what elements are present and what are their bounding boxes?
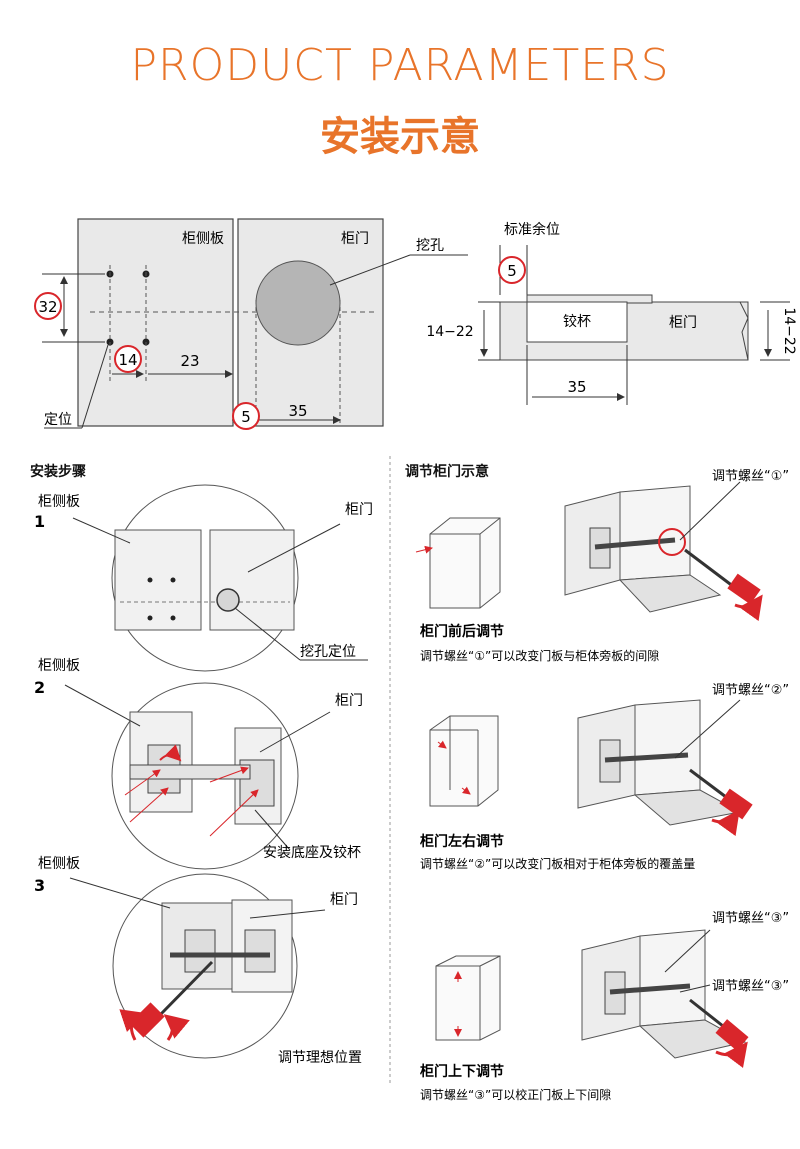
- top-right-diagram: 标准余位 5 铰杯 柜门 14−22 14−22 35: [426, 221, 797, 405]
- adjust2-screw: 调节螺丝“②”: [712, 683, 789, 698]
- install-step-1: 柜侧板 1 柜门 挖孔定位: [34, 484, 373, 672]
- dim-35b-label: 35: [567, 378, 586, 396]
- side-panel-label: 柜侧板: [182, 231, 224, 247]
- step1-door-label: 柜门: [345, 502, 373, 518]
- step1-side-label: 柜侧板: [38, 494, 80, 510]
- dim-5b-label: 5: [507, 262, 517, 280]
- dim-14-circle: [114, 345, 142, 373]
- adjust3-screw: 调节螺丝“③”: [712, 911, 789, 926]
- title-english: PRODUCT PARAMETERS: [130, 40, 670, 91]
- adjust3-desc: 调节螺丝“③”可以校正门板上下间隙: [420, 1087, 611, 1102]
- adjust-heading: 调节柜门示意: [405, 463, 489, 480]
- adjust3-screw2: 调节螺丝“③”: [712, 979, 789, 994]
- adjust1-title: 柜门前后调节: [420, 623, 504, 640]
- dim-23-label: 23: [180, 352, 199, 370]
- dim-14-label: 14: [118, 351, 137, 369]
- dim-5b-circle: [498, 256, 526, 284]
- door-label2: 柜门: [669, 315, 697, 331]
- dim-5-label: 5: [241, 408, 251, 426]
- adjust2-desc: 调节螺丝“②”可以改变门板相对于柜体旁板的覆盖量: [420, 856, 695, 871]
- step1-number: 1: [34, 512, 45, 531]
- locate-label: 定位: [44, 412, 72, 428]
- step3-door-label: 柜门: [330, 892, 358, 908]
- install-step-2: 柜侧板 2 柜门 安装底座及铰杯: [34, 658, 363, 870]
- adjust1-desc: 调节螺丝“①”可以改变门板与柜体旁板的间隙: [420, 648, 659, 663]
- step2-number: 2: [34, 678, 45, 697]
- install-step-3: 柜侧板 3 柜门 调节理想位置: [34, 856, 362, 1066]
- adjust3-title: 柜门上下调节: [420, 1063, 504, 1080]
- install-heading: 安装步骤: [30, 463, 86, 480]
- side-panel-rect: [77, 218, 234, 427]
- cup-label: 铰杯: [563, 314, 591, 330]
- step2-note: 安装底座及铰杯: [263, 845, 361, 861]
- adjust-3: 柜门上下调节 调节螺丝“③”可以校正门板上下间隙 调节螺丝“③” 调节螺丝“③”: [420, 911, 789, 1102]
- dim-5-circle: [232, 402, 260, 430]
- dim-35-label: 35: [288, 402, 307, 420]
- dim-14-22-label: 14−22: [426, 324, 473, 340]
- adjust1-screw: 调节螺丝“①”: [712, 469, 789, 484]
- adjust-2: 柜门左右调节 调节螺丝“②”可以改变门板相对于柜体旁板的覆盖量 调节螺丝“②”: [420, 683, 789, 871]
- step2-door-label: 柜门: [335, 693, 363, 709]
- dim-14-22r-label: 14−22: [781, 307, 797, 354]
- hinge-cup: [526, 301, 628, 343]
- top-left-diagram: 柜侧板 柜门 32 14 23 定位 挖孔: [34, 218, 468, 430]
- adjust2-title: 柜门左右调节: [420, 833, 504, 850]
- dim-32-circle: [34, 292, 62, 320]
- dim-32-label: 32: [38, 298, 57, 316]
- adjust-1: 柜门前后调节 调节螺丝“①”可以改变门板与柜体旁板的间隙 调节螺丝“①”: [415, 469, 789, 663]
- cup-hole: [255, 260, 341, 346]
- step3-number: 3: [34, 876, 45, 895]
- step1-note: 挖孔定位: [300, 644, 356, 660]
- door-label: 柜门: [341, 231, 369, 247]
- step3-note: 调节理想位置: [278, 1050, 362, 1066]
- std-margin-label: 标准余位: [504, 221, 560, 238]
- step3-side-label: 柜侧板: [38, 856, 80, 872]
- step2-side-label: 柜侧板: [38, 658, 80, 674]
- title-chinese: 安装示意: [320, 114, 480, 160]
- hole-label: 挖孔: [416, 238, 444, 254]
